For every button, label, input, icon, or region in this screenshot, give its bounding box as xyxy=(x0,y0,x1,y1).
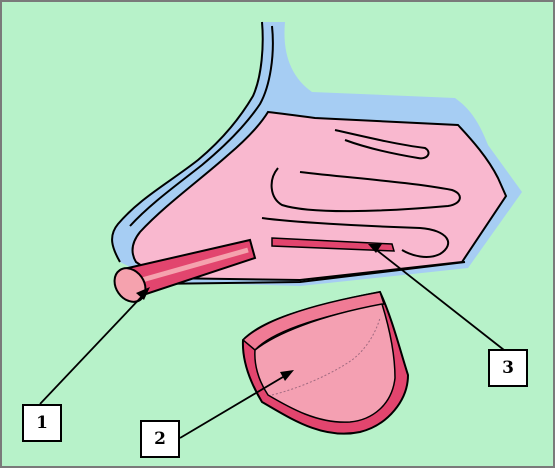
label-box-1: 1 xyxy=(22,404,62,442)
label-box-3: 3 xyxy=(488,349,528,387)
label-box-2: 2 xyxy=(140,420,180,458)
